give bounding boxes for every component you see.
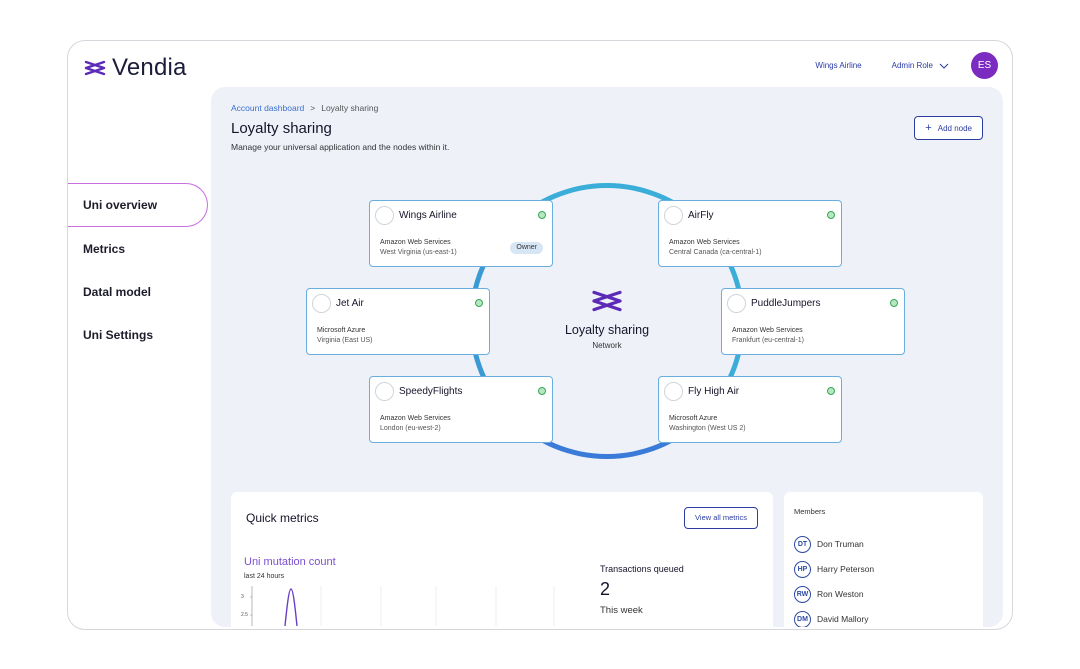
app-name: Vendia (112, 54, 187, 81)
breadcrumb: Account dashboard > Loyalty sharing (231, 103, 378, 113)
status-ok-icon (538, 387, 546, 395)
chevron-down-icon (939, 63, 949, 69)
node-card-puddlejumpers[interactable]: PuddleJumpers Amazon Web Services Frankf… (721, 288, 905, 355)
org-switcher[interactable]: Wings Airline (815, 61, 862, 70)
vendia-logo-icon (84, 60, 106, 76)
node-name: Jet Air (336, 298, 364, 309)
node-logo (312, 294, 331, 313)
transactions-queued-period: This week (600, 605, 643, 616)
node-logo (375, 206, 394, 225)
node-region: Virginia (East US) (317, 337, 373, 344)
network-subtitle: Network (592, 341, 622, 350)
node-region: London (eu-west-2) (380, 425, 441, 432)
node-card-jet-air[interactable]: Jet Air Microsoft Azure Virginia (East U… (306, 288, 490, 355)
node-logo (375, 382, 394, 401)
node-provider: Amazon Web Services (380, 415, 451, 422)
member-item[interactable]: RW Ron Weston (794, 584, 864, 604)
node-provider: Amazon Web Services (669, 239, 740, 246)
mutation-count-title: Uni mutation count (244, 556, 336, 568)
mutation-count-chart: 3 2.5 (241, 586, 555, 626)
node-logo (727, 294, 746, 313)
quick-metrics-title: Quick metrics (246, 511, 319, 525)
node-card-fly-high-air[interactable]: Fly High Air Microsoft Azure Washington … (658, 376, 842, 443)
sidebar-item-uni-overview[interactable]: Uni overview (68, 183, 208, 227)
vendia-logo[interactable]: Vendia (84, 54, 187, 82)
breadcrumb-separator: > (310, 103, 316, 113)
node-card-wings-airline[interactable]: Wings Airline Amazon Web Services West V… (369, 200, 553, 267)
mutation-count-period: last 24 hours (244, 573, 285, 580)
transactions-queued-label: Transactions queued (600, 564, 684, 574)
member-name: Don Truman (817, 539, 864, 549)
status-ok-icon (475, 299, 483, 307)
role-label: Admin Role (891, 61, 933, 70)
chart-y-tick: 3 (241, 594, 244, 600)
app-window: Vendia Wings Airline Admin Role ES Uni o… (67, 40, 1013, 630)
status-ok-icon (827, 211, 835, 219)
node-region: West Virginia (us-east-1) (380, 249, 457, 256)
node-region: Washington (West US 2) (669, 425, 746, 432)
node-provider: Amazon Web Services (732, 327, 803, 334)
node-provider: Amazon Web Services (380, 239, 451, 246)
network-title: Loyalty sharing (564, 323, 650, 337)
breadcrumb-account-dashboard[interactable]: Account dashboard (231, 103, 305, 113)
member-avatar: RW (794, 585, 811, 603)
node-card-airfly[interactable]: AirFly Amazon Web Services Central Canad… (658, 200, 842, 267)
owner-badge: Owner (510, 242, 543, 254)
node-card-speedyflights[interactable]: SpeedyFlights Amazon Web Services London… (369, 376, 553, 443)
members-card: Members DT Don Truman HP Harry Peterson … (784, 492, 983, 627)
vendia-network-icon (592, 290, 622, 312)
breadcrumb-current: Loyalty sharing (321, 103, 379, 113)
status-ok-icon (890, 299, 898, 307)
member-name: Harry Peterson (817, 564, 875, 574)
role-dropdown[interactable]: Admin Role (892, 61, 949, 70)
node-name: Fly High Air (688, 386, 740, 397)
member-name: Ron Weston (817, 589, 864, 599)
sidebar-item-uni-settings[interactable]: Uni Settings (83, 328, 154, 342)
member-avatar: DM (794, 610, 811, 627)
add-node-button[interactable]: + Add node (914, 116, 983, 140)
node-logo (664, 382, 683, 401)
node-region: Central Canada (ca-central-1) (669, 249, 762, 256)
node-provider: Microsoft Azure (669, 415, 718, 422)
main-panel: Account dashboard > Loyalty sharing Loya… (211, 87, 1003, 627)
sidebar-nav: Uni overview Metrics Datal model Uni Set… (68, 183, 208, 357)
page-subtitle: Manage your universal application and th… (231, 142, 450, 152)
member-avatar: DT (794, 535, 811, 553)
quick-metrics-card: Quick metrics View all metrics Uni mutat… (231, 492, 773, 627)
sidebar-item-data-model[interactable]: Datal model (83, 285, 152, 299)
members-title: Members (794, 507, 826, 516)
user-avatar[interactable]: ES (971, 52, 998, 79)
node-name: AirFly (688, 210, 714, 221)
node-region: Frankfurt (eu-central-1) (732, 337, 804, 344)
chart-y-tick: 2.5 (241, 612, 248, 618)
member-avatar: HP (794, 560, 811, 578)
network-center: Loyalty sharing Network (545, 288, 669, 350)
member-item[interactable]: DM David Mallory (794, 609, 869, 627)
add-node-label: Add node (937, 123, 972, 133)
node-name: PuddleJumpers (751, 298, 821, 309)
status-ok-icon (538, 211, 546, 219)
sidebar-item-metrics[interactable]: Metrics (83, 242, 126, 256)
topbar: Wings Airline Admin Role ES (815, 52, 998, 79)
node-logo (664, 206, 683, 225)
transactions-queued-value: 2 (600, 579, 611, 599)
member-item[interactable]: DT Don Truman (794, 534, 864, 554)
view-all-metrics-button[interactable]: View all metrics (684, 507, 758, 529)
chart-series-line (284, 588, 298, 626)
status-ok-icon (827, 387, 835, 395)
node-provider: Microsoft Azure (317, 327, 366, 334)
plus-icon: + (925, 122, 932, 134)
node-name: Wings Airline (399, 210, 457, 221)
member-name: David Mallory (817, 614, 869, 624)
node-name: SpeedyFlights (399, 386, 463, 397)
member-item[interactable]: HP Harry Peterson (794, 559, 874, 579)
page-title: Loyalty sharing (231, 120, 332, 137)
